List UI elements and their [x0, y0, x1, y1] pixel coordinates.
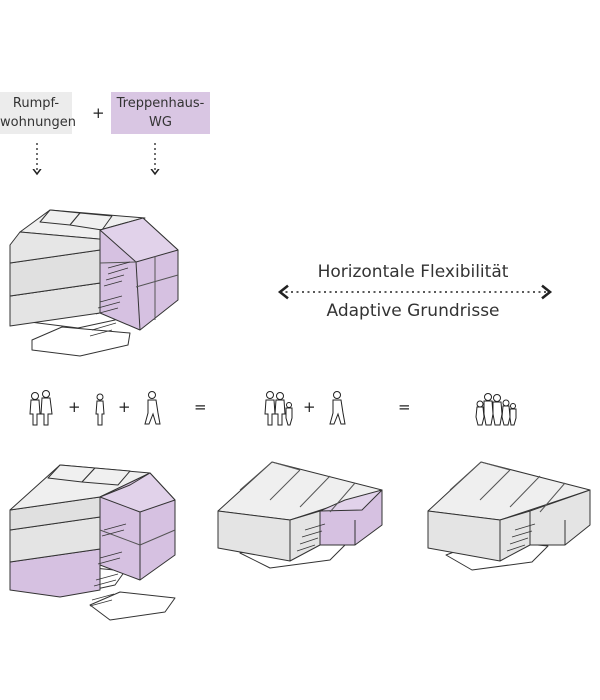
legend-rumpf-line1: Rumpf- [12, 96, 60, 111]
building-bottom-single-purple [217, 461, 383, 569]
legend-plus: + [92, 104, 105, 122]
legend-treppen-line1: Treppenhaus- [116, 96, 205, 111]
equation-plus-2: + [118, 398, 131, 416]
equation-plus-3: + [303, 398, 316, 416]
person-group-icon [475, 393, 517, 426]
building-bottom-three-storey [9, 464, 176, 621]
legend-treppen-line2: WG [149, 115, 172, 130]
person-family-icon [264, 391, 293, 426]
legend-treppenhaus-wg: Treppenhaus- WG [111, 92, 210, 134]
building-top-stack [9, 209, 179, 357]
person-walking-2-icon [329, 391, 346, 425]
person-single-icon [95, 393, 105, 426]
equation-equals-2: = [398, 398, 411, 416]
equation-plus-1: + [68, 398, 81, 416]
people-equation-row [29, 390, 517, 426]
adaptive-floorplans-label: Adaptive Grundrisse [326, 301, 500, 321]
person-couple-icon [29, 390, 53, 426]
equation-equals-1: = [194, 398, 207, 416]
building-bottom-single-grey [427, 461, 591, 571]
horizontal-flexibility-label: Horizontale Flexibilität [317, 262, 509, 282]
legend-rumpfwohnungen: Rumpf- wohnungen [0, 92, 77, 134]
legend-rumpf-line2: wohnungen [0, 115, 77, 130]
person-walking-icon [144, 391, 161, 425]
